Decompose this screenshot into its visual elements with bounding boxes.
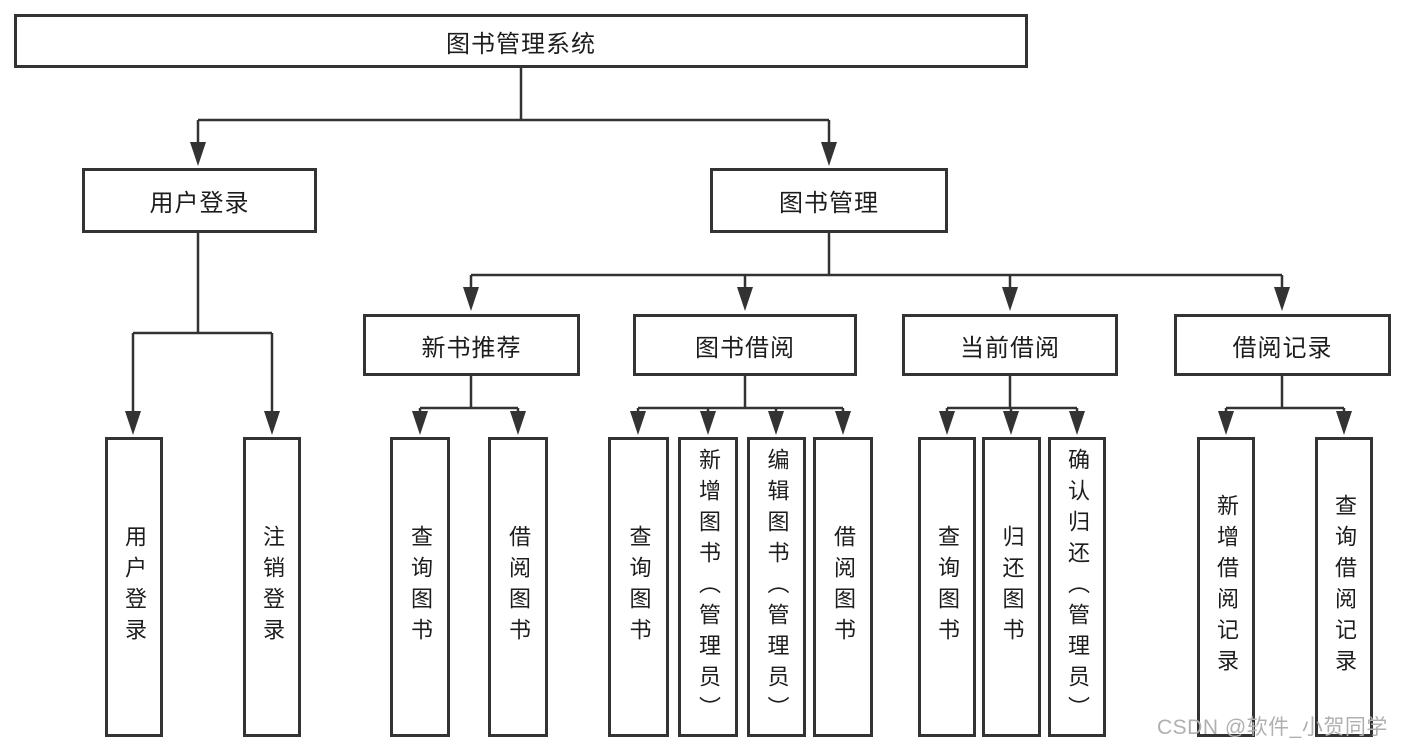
connector-root-to-level2 [190,68,837,166]
leaf-cb-return-books: 归还图书 [982,437,1041,737]
leaf-label: 查询图书 [408,525,433,649]
leaf-bb-add-books-admin: 新增图书（管理员） [678,437,738,737]
connector-user-login-children [125,233,280,435]
node-library-management-system: 图书管理系统 [14,14,1028,68]
leaf-nbr-query-books: 查询图书 [390,437,450,737]
connector-borrowing-records-children [1218,376,1352,435]
leaf-cb-query-books: 查询图书 [918,437,976,737]
leaf-br-add-record: 新增借阅记录 [1197,437,1255,737]
leaf-bb-edit-books-admin: 编辑图书（管理员） [747,437,806,737]
node-label: 当前借阅 [960,334,1060,362]
connector-book-mgmt-to-sections [463,233,1290,311]
node-label: 新书推荐 [421,334,522,362]
node-user-login: 用户登录 [82,168,317,233]
leaf-label: 注销登录 [260,525,285,649]
csdn-watermark: CSDN @软件_小贺同学 [1157,716,1388,739]
node-label: 用户登录 [149,190,250,217]
connector-new-book-recommend-children [412,376,526,435]
leaf-cb-confirm-return-admin: 确认归还（管理员） [1048,437,1106,737]
connector-book-borrowing-children [630,376,851,435]
leaf-label: 编辑图书（管理员） [764,447,790,727]
node-label: 图书借阅 [695,334,795,362]
leaf-label: 新增图书（管理员） [696,447,721,727]
leaf-nbr-borrow-books: 借阅图书 [488,437,548,737]
connector-current-borrowing-children [939,376,1085,435]
leaf-label: 用户登录 [122,525,147,649]
leaf-bb-borrow-books: 借阅图书 [813,437,873,737]
leaf-label: 确认归还（管理员） [1065,447,1090,727]
leaf-br-query-record: 查询借阅记录 [1315,437,1373,737]
leaf-label: 查询图书 [935,525,960,649]
node-label: 图书管理 [779,190,879,217]
node-label: 借阅记录 [1232,334,1333,362]
node-current-borrowing: 当前借阅 [902,314,1118,376]
node-book-management: 图书管理 [710,168,948,233]
leaf-logout: 注销登录 [243,437,301,737]
leaf-bb-query-books: 查询图书 [608,437,669,737]
node-new-book-recommend: 新书推荐 [363,314,580,376]
node-label: 图书管理系统 [446,30,596,58]
leaf-label: 查询图书 [626,525,652,649]
leaf-user-login: 用户登录 [105,437,163,737]
leaf-label: 新增借阅记录 [1214,494,1239,680]
leaf-label: 归还图书 [999,525,1025,649]
leaf-label: 查询借阅记录 [1332,494,1357,680]
leaf-label: 借阅图书 [831,525,856,649]
leaf-label: 借阅图书 [506,525,531,649]
node-book-borrowing: 图书借阅 [633,314,857,376]
node-borrowing-records: 借阅记录 [1174,314,1391,376]
